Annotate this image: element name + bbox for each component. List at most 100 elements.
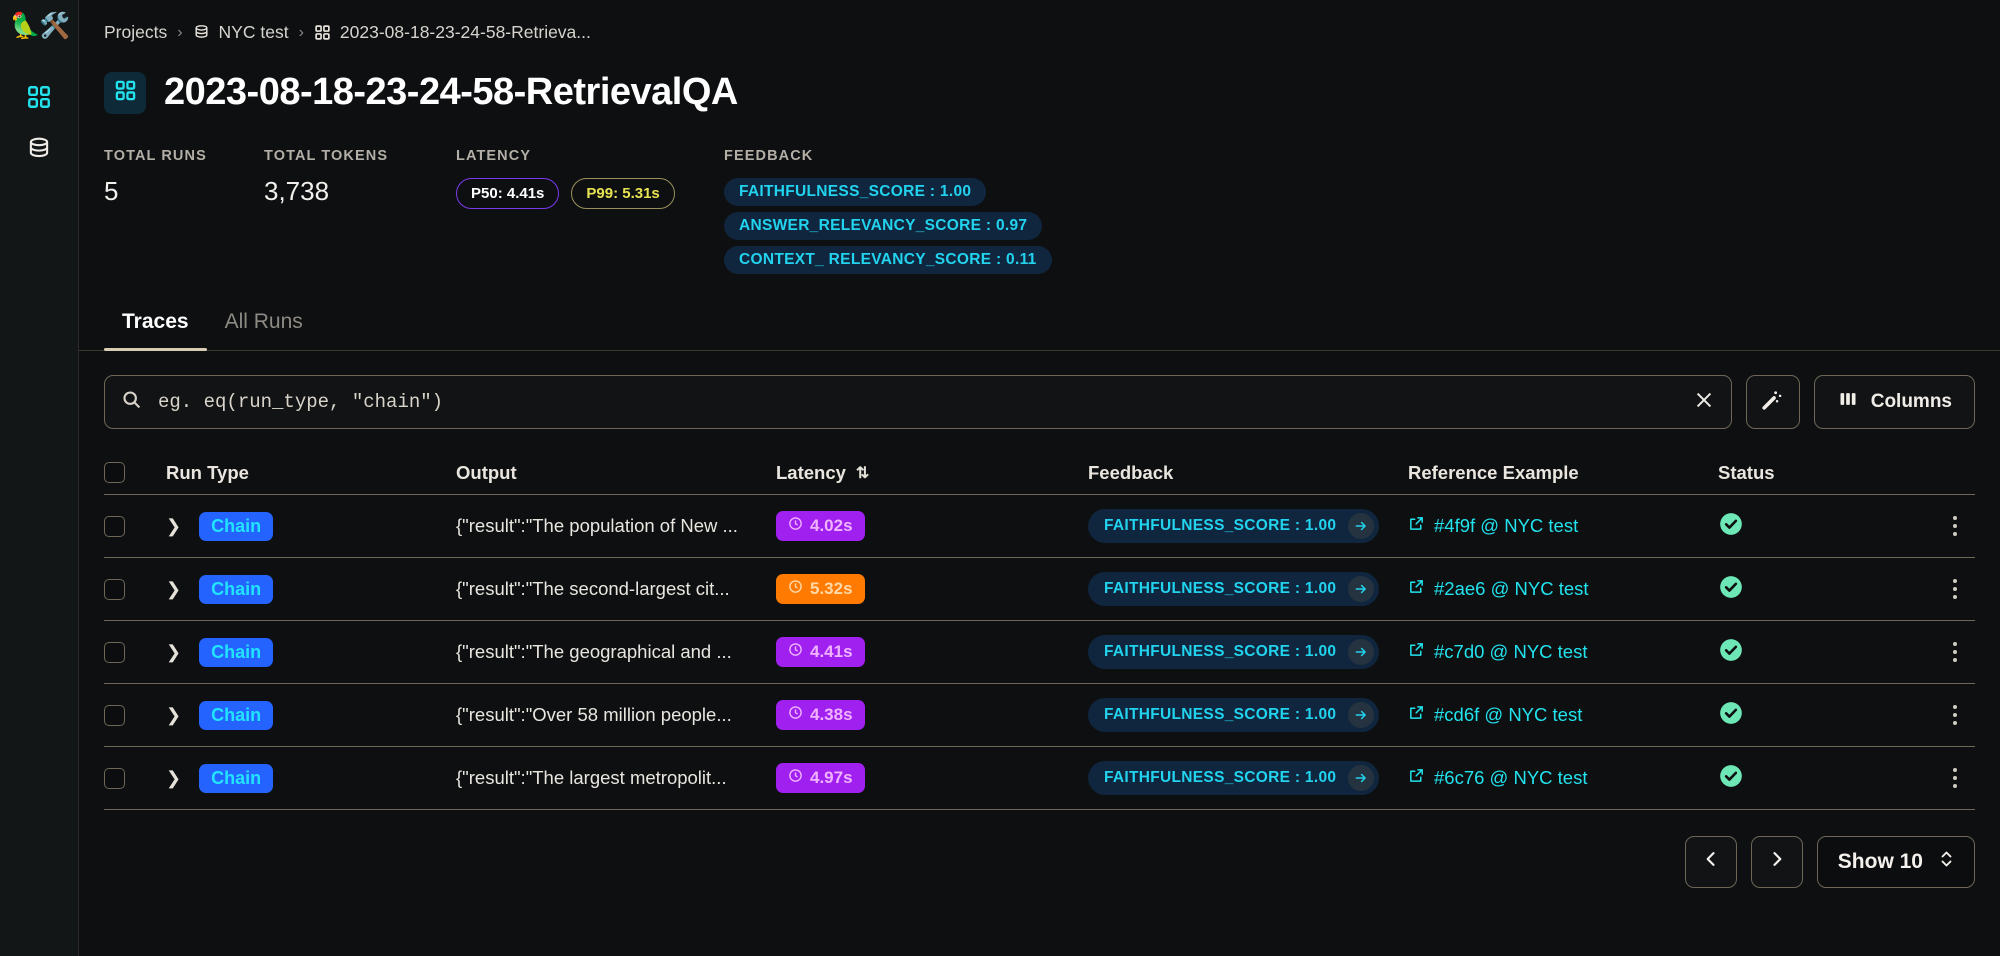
expand-row-chevron-icon[interactable]: ❯ [166,579,182,599]
reference-example-cell: #2ae6 @ NYC test [1408,578,1718,600]
row-select-cell [104,515,166,537]
feedback-detail-button[interactable] [1348,765,1375,791]
feedback-cell: FAITHFULNESS_SCORE : 1.00 [1088,761,1408,795]
run-type-badge[interactable]: Chain [199,637,274,667]
row-checkbox[interactable] [104,578,125,600]
output-text: {"result":"Over 58 million people... [456,704,732,725]
row-menu-button[interactable] [1947,636,1963,668]
prev-page-button[interactable] [1684,836,1737,888]
columns-button[interactable]: Columns [1813,375,1975,429]
magic-filter-button[interactable] [1745,375,1800,429]
stat-feedback: FEEDBACK FAITHFULNESS_SCORE : 1.00 ANSWE… [724,148,1052,274]
feedback-badge-label: FAITHFULNESS_SCORE : 1.00 [1104,769,1337,786]
feedback-badge[interactable]: FAITHFULNESS_SCORE : 1.00 [1088,509,1380,543]
sort-icon[interactable]: ⇅ [855,464,870,482]
search-box[interactable] [104,375,1732,429]
stat-label-total-runs: TOTAL RUNS [104,148,207,164]
feedback-badge[interactable]: FAITHFULNESS_SCORE : 1.00 [1088,761,1380,795]
sidebar-item-datasets[interactable] [17,129,61,169]
column-header-run-type[interactable]: Run Type [166,461,249,483]
page-size-select[interactable]: Show 10 [1816,836,1975,888]
feedback-badge[interactable]: FAITHFULNESS_SCORE : 1.00 [1088,635,1380,669]
column-header-latency[interactable]: Latency ⇅ [776,462,1088,484]
column-header-feedback[interactable]: Feedback [1088,461,1174,483]
run-type-badge[interactable]: Chain [199,574,274,604]
feedback-cell: FAITHFULNESS_SCORE : 1.00 [1088,572,1408,606]
column-header-status[interactable]: Status [1718,461,1775,483]
feedback-badge[interactable]: FAITHFULNESS_SCORE : 1.00 [1088,572,1380,606]
stat-total-runs: TOTAL RUNS 5 [104,148,264,204]
output-text: {"result":"The second-largest cit... [456,578,730,599]
feedback-badge[interactable]: FAITHFULNESS_SCORE : 1.00 [1088,698,1380,732]
column-header-reference-example[interactable]: Reference Example [1408,461,1579,483]
reference-example-cell: #4f9f @ NYC test [1408,515,1718,537]
status-cell [1718,574,1838,605]
table-row[interactable]: ❯ Chain {"result":"The second-largest ci… [104,558,1975,621]
expand-row-chevron-icon[interactable]: ❯ [166,642,182,662]
column-header-output[interactable]: Output [456,461,517,483]
latency-value: 4.97s [810,768,853,787]
expand-row-chevron-icon[interactable]: ❯ [166,768,182,788]
run-type-badge[interactable]: Chain [199,700,274,730]
page-title-icon-badge [104,71,146,114]
row-menu-button[interactable] [1947,762,1963,794]
output-cell: {"result":"The population of New ... [456,515,776,537]
row-menu-button[interactable] [1947,510,1963,542]
output-text: {"result":"The largest metropolit... [456,767,727,788]
reference-example-link[interactable]: #cd6f @ NYC test [1408,704,1582,726]
runs-table: Run Type Output Latency ⇅ Feedback Refer… [79,451,2000,810]
row-checkbox[interactable] [104,767,125,789]
table-row[interactable]: ❯ Chain {"result":"Over 58 million peopl… [104,684,1975,747]
breadcrumb-item-current[interactable]: 2023-08-18-23-24-58-Retrieva... [314,22,591,43]
reference-example-label: #6c76 @ NYC test [1434,767,1588,788]
expand-row-chevron-icon[interactable]: ❯ [166,705,182,725]
search-input[interactable] [158,391,1677,413]
expand-row-chevron-icon[interactable]: ❯ [166,516,182,536]
feedback-cell: FAITHFULNESS_SCORE : 1.00 [1088,509,1408,543]
reference-example-cell: #c7d0 @ NYC test [1408,641,1718,663]
select-all-checkbox[interactable] [104,462,125,483]
latency-p50-pill: P50: 4.41s [456,178,560,209]
row-menu-button[interactable] [1947,699,1963,731]
reference-example-link[interactable]: #c7d0 @ NYC test [1408,641,1587,663]
feedback-detail-button[interactable] [1348,702,1375,728]
reference-example-link[interactable]: #2ae6 @ NYC test [1408,578,1589,600]
reference-example-cell: #cd6f @ NYC test [1408,704,1718,726]
table-row[interactable]: ❯ Chain {"result":"The geographical and … [104,621,1975,684]
reference-example-link[interactable]: #4f9f @ NYC test [1408,515,1578,537]
stat-latency: LATENCY P50: 4.41s P99: 5.31s [456,148,724,209]
row-checkbox[interactable] [104,515,125,537]
run-type-badge[interactable]: Chain [199,763,274,793]
search-icon [121,389,142,415]
breadcrumb-separator: › [177,23,183,41]
tab-all-runs[interactable]: All Runs [224,310,303,333]
row-checkbox[interactable] [104,641,125,663]
feedback-detail-button[interactable] [1348,513,1375,539]
sidebar-item-projects[interactable] [17,77,61,117]
feedback-detail-button[interactable] [1348,576,1375,602]
output-cell: {"result":"The second-largest cit... [456,578,776,600]
table-row[interactable]: ❯ Chain {"result":"The largest metropoli… [104,747,1975,810]
table-row[interactable]: ❯ Chain {"result":"The population of New… [104,495,1975,558]
row-checkbox[interactable] [104,704,125,726]
grid-icon [26,84,52,110]
status-cell [1718,637,1838,668]
output-cell: {"result":"Over 58 million people... [456,704,776,726]
clear-icon[interactable] [1693,389,1715,416]
breadcrumb-item-nyc-test[interactable]: NYC test [193,22,289,43]
clock-icon [788,642,803,662]
tab-traces[interactable]: Traces [104,310,207,351]
grid-icon [314,24,331,41]
next-page-button[interactable] [1750,836,1803,888]
status-success-icon [1718,764,1744,793]
breadcrumb-item-projects[interactable]: Projects [104,22,167,43]
row-menu-button[interactable] [1947,573,1963,605]
feedback-detail-button[interactable] [1348,639,1375,665]
clock-icon [788,579,803,599]
reference-example-link[interactable]: #6c76 @ NYC test [1408,767,1587,789]
run-type-badge[interactable]: Chain [199,511,274,541]
latency-badge: 4.97s [776,763,865,793]
latency-cell: 5.32s [776,574,1088,604]
langsmith-logo: 🦜🛠️ [9,12,70,40]
